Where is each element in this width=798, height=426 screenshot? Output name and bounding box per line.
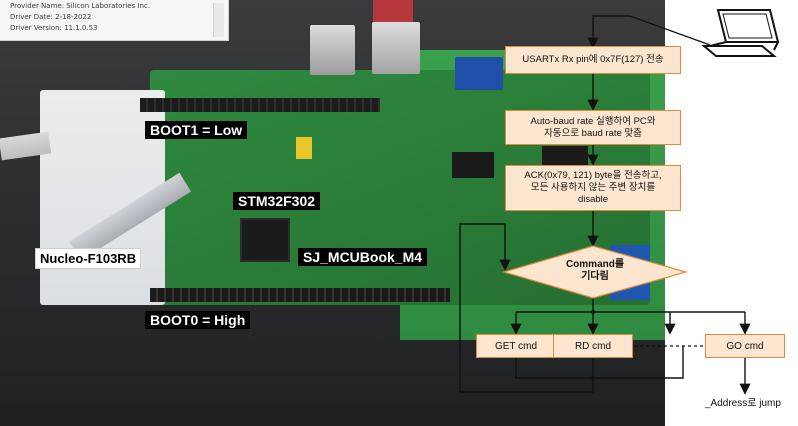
- jump-address-text: _Address로 jump: [705, 398, 781, 409]
- flow-step-ack: ACK(0x79, 121) byte을 전송하고, 모든 사용하지 않는 주변…: [505, 165, 681, 211]
- go-cmd-box: GO cmd: [705, 334, 785, 358]
- get-cmd-box: GET cmd: [476, 334, 556, 358]
- usb-port-left: [310, 25, 355, 75]
- driver-date: Driver Date: 2-18-2022: [10, 13, 92, 21]
- diagram-background: [665, 0, 798, 426]
- driver-info-panel: Provider Name: Silicon Laboratories Inc.…: [0, 0, 229, 41]
- boot1-label: BOOT1 = Low: [145, 121, 248, 139]
- flow-step-autobaud: Auto-baud rate 실행하여 PC와 자동으로 baud rate 맞…: [505, 110, 681, 145]
- rd-cmd-box: RD cmd: [553, 334, 633, 358]
- terminal-block-top: [455, 57, 503, 90]
- panel-scrollbar[interactable]: [213, 3, 224, 37]
- flow-decision-text: Command를 기다림: [565, 259, 625, 282]
- stm32-label: STM32F302: [233, 192, 321, 210]
- driver-version: Driver Version: 11.1.0.53: [10, 24, 98, 32]
- driver-provider: Provider Name: Silicon Laboratories Inc.: [10, 2, 151, 10]
- ic-chip: [452, 152, 494, 178]
- pin-header-bottom: [150, 288, 450, 302]
- boot-jumper: [296, 137, 312, 159]
- nucleo-label: Nucleo-F103RB: [35, 248, 142, 269]
- sj-board-label: SJ_MCUBook_M4: [298, 248, 428, 266]
- laptop-icon: [701, 9, 780, 57]
- pin-header-top: [140, 98, 380, 112]
- flow-step-usart: USARTx Rx pin에 0x7F(127) 전송: [505, 46, 681, 74]
- boot0-label: BOOT0 = High: [145, 311, 251, 329]
- mcu-chip: [240, 218, 290, 262]
- usb-port-right: [372, 22, 420, 74]
